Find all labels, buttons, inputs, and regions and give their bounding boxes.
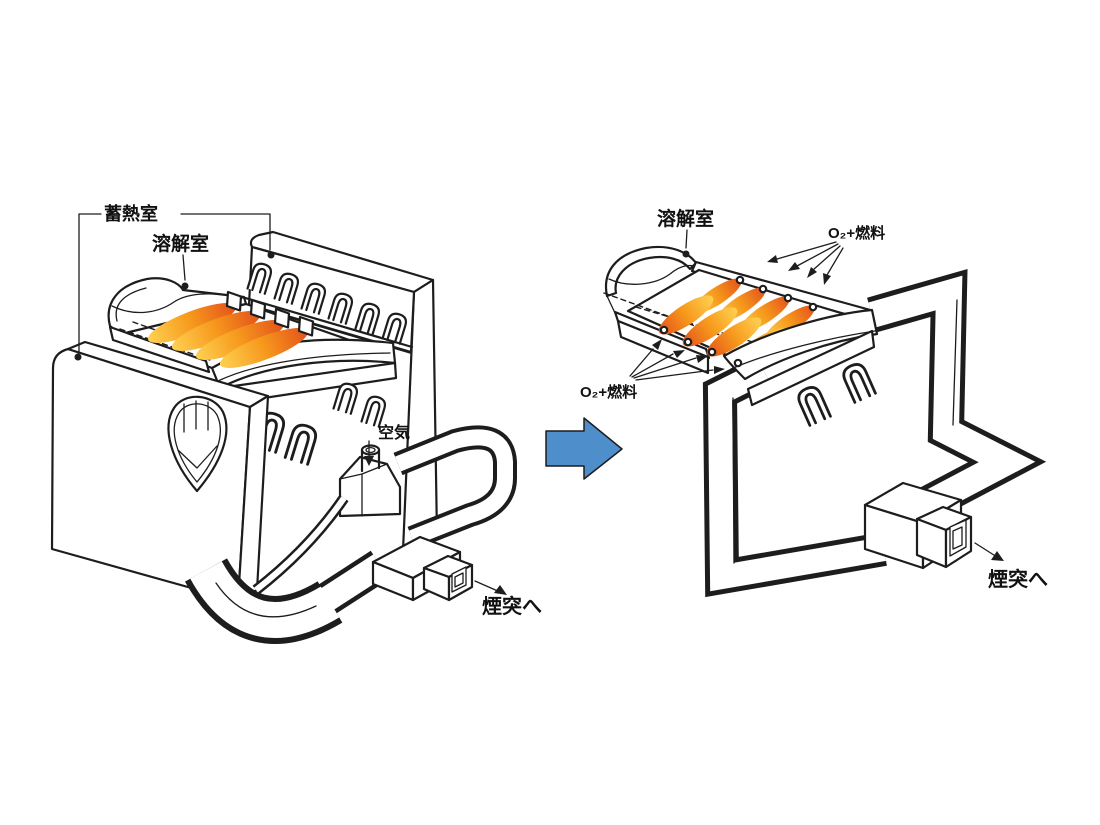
flame (682, 307, 738, 347)
inspection-window-inner (173, 403, 221, 483)
air-pipe-mouth (360, 444, 381, 456)
far-rim-line (240, 295, 414, 349)
chimney-outlet-opening-inner (952, 526, 963, 550)
label-oxy-fuel-bottom: O₂+燃料 (580, 383, 637, 401)
duct-edge-contour (732, 397, 735, 564)
oxy-burner-port (758, 284, 768, 294)
crown-thickness-curve (217, 352, 391, 382)
port-block (839, 359, 877, 404)
reversal-duct-loop-bore (395, 429, 513, 546)
air-pipe-side (360, 448, 381, 473)
exhaust-loop-far-bore (868, 275, 1036, 522)
under-chamber-band (746, 329, 876, 407)
oxy-fan-line (826, 247, 844, 276)
oxy-fan-arrowhead (673, 350, 685, 358)
oxy-fan-arrowhead (823, 273, 831, 285)
duct-edge-contour (952, 299, 958, 426)
flame (658, 295, 714, 335)
label-oxy-fuel-top: O₂+燃料 (828, 224, 885, 242)
regenerator-box-top (249, 230, 435, 294)
melting-chamber-leader (685, 229, 688, 249)
oxy-fan-line (631, 353, 674, 378)
leader-dot (74, 353, 82, 361)
air-feed-pipe-bore (254, 496, 347, 593)
burner-port (225, 290, 243, 312)
flame (171, 311, 261, 351)
label-regenerator: 蓄熱室 (104, 203, 158, 224)
inspection-window-outer (167, 395, 228, 493)
oxy-fan-line (776, 241, 837, 260)
chamber-left-crown (107, 277, 248, 337)
chimney-arrow-line (974, 542, 998, 558)
crown-lip-curve (111, 293, 244, 314)
melting-chamber-leader (182, 254, 186, 281)
regenerator-leader-left (78, 213, 102, 353)
air-pipe-bore (365, 446, 376, 454)
oxy-burner-port (707, 347, 717, 357)
oxy-fan-line (633, 357, 697, 379)
oxy-fan-line (796, 243, 839, 267)
label-to-chimney: 煙突へ (482, 594, 542, 618)
oxy-burner-port (683, 337, 693, 347)
regenerator-leader-right (180, 213, 271, 251)
oxy-fan-arrowhead (652, 339, 662, 350)
oxy-burner-port (735, 275, 745, 285)
chimney-arrowhead (991, 551, 1004, 561)
left-furnace: 蓄熱室 溶解室 空気 煙突へ (50, 203, 542, 644)
oxy-fan-arrowhead (696, 355, 708, 363)
oxy-fan-line (629, 348, 654, 377)
burner-pedestal (338, 455, 402, 518)
exhaust-loop-near-bore (707, 360, 887, 592)
burner-block (360, 393, 389, 428)
leader-dot (682, 250, 690, 258)
chimney-outlet-opening-inner (454, 572, 464, 588)
leader-dot (267, 251, 275, 259)
flame (706, 317, 762, 357)
label-to-chimney: 煙突へ (988, 567, 1048, 591)
label-air: 空気 (378, 423, 410, 442)
port-block (794, 382, 832, 427)
chamber-right-crown (722, 308, 879, 381)
chimney-arrowhead (494, 585, 507, 595)
oxy-fan-line (635, 369, 714, 381)
label-melting-chamber: 溶解室 (152, 232, 209, 255)
oxy-burner-port (659, 325, 669, 335)
burner-port (273, 307, 291, 329)
transition-arrow (545, 417, 623, 480)
air-arrowhead (364, 456, 374, 466)
diagram-root: 蓄熱室 溶解室 空気 煙突へ (50, 203, 1048, 644)
burner-block (283, 421, 320, 466)
chimney-arrow-line (474, 580, 501, 593)
oxy-fan-line (812, 245, 841, 271)
near-wall-face (616, 319, 710, 375)
oxy-burner-port (783, 293, 793, 303)
crown-lip-curve (608, 264, 699, 285)
oxy-fan-arrowhead (788, 262, 800, 271)
right-furnace: 溶解室 O₂+燃料 O₂+燃料 煙突へ (580, 207, 1048, 598)
flame (147, 303, 237, 343)
label-melting-chamber: 溶解室 (657, 207, 714, 230)
flame (219, 328, 309, 368)
oxy-fan-arrowhead (807, 267, 817, 278)
oxy-burner-port (808, 302, 818, 312)
flame (195, 320, 285, 360)
crown-thickness-curve (730, 330, 876, 370)
flue-duct-bore (305, 554, 387, 620)
crown-thickness-curve (115, 287, 147, 322)
burner-port (297, 315, 315, 337)
oxy-fan-arrowhead (767, 255, 778, 263)
checker-shelf (177, 445, 218, 469)
oxy-fan-arrowhead (714, 366, 725, 374)
leader-dot (181, 282, 189, 290)
elbow-contour (215, 582, 317, 618)
flue-elbow-bore (190, 560, 340, 638)
burner-port (249, 298, 267, 320)
oxy-burner-port (733, 358, 743, 368)
glass-level-dashed (119, 328, 211, 361)
corner-edge (606, 295, 616, 314)
